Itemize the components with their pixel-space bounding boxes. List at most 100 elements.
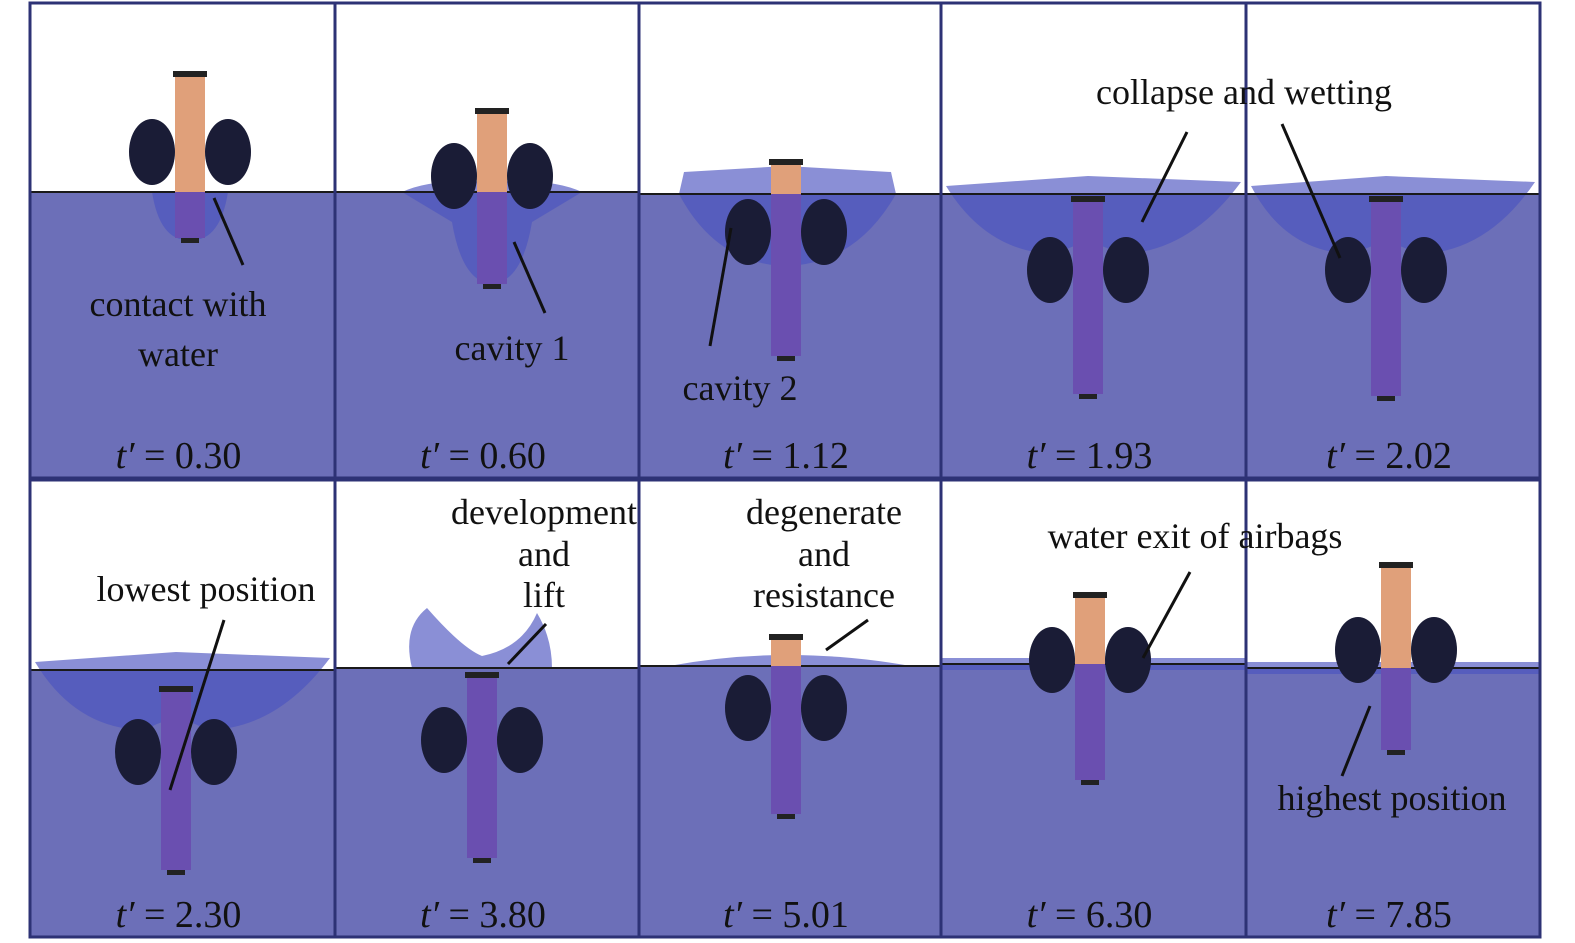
panel-8 (637, 478, 943, 939)
nose-cap (475, 108, 509, 114)
label-development-line2: and (518, 534, 570, 574)
leader-degenerate (825, 618, 869, 652)
airbag-right (205, 119, 251, 185)
time-label: t′ = 2.30 (116, 894, 242, 936)
leader-highest (1340, 705, 1372, 777)
tail-cap (473, 858, 491, 863)
tail-cap (1079, 394, 1097, 399)
time-value: = 0.60 (439, 435, 546, 477)
time-label: t′ = 7.85 (1326, 894, 1452, 936)
airbag-left (1029, 627, 1075, 693)
leader-lines (168, 123, 1372, 791)
label-development-line1: development (451, 492, 637, 532)
airbag-left (421, 707, 467, 773)
time-value: = 1.93 (1045, 435, 1152, 477)
time-label: t′ = 1.93 (1027, 435, 1153, 477)
annotations: contact with water cavity 1 cavity 2 col… (90, 72, 1507, 818)
splash-cavity (409, 608, 552, 668)
time-symbol: t′ (1326, 435, 1346, 477)
vehicle-body-below-water (1075, 664, 1105, 780)
nose-cap (159, 686, 193, 692)
time-symbol: t′ (1326, 894, 1346, 936)
panel-5 (1244, 1, 1542, 480)
vehicle-body-below-water (467, 676, 497, 858)
label-degenerate-line1: degenerate (746, 492, 902, 532)
vehicle-body-below-water (1073, 200, 1103, 394)
label-degenerate-line2: and (798, 534, 850, 574)
vehicle-body-above-water (1075, 596, 1105, 664)
time-value: = 0.30 (134, 435, 241, 477)
time-symbol: t′ (420, 894, 440, 936)
tail-cap (181, 238, 199, 243)
nose-cap (1073, 592, 1107, 598)
panel-4 (939, 1, 1248, 480)
time-symbol: t′ (723, 894, 743, 936)
time-value: = 6.30 (1045, 894, 1152, 936)
leader-cavity-2 (708, 227, 733, 347)
time-value: = 5.01 (742, 894, 849, 936)
airbag-right (1103, 237, 1149, 303)
airbag-left (725, 675, 771, 741)
tail-cap (1081, 780, 1099, 785)
airbag-left (1325, 237, 1371, 303)
time-label: t′ = 0.60 (420, 435, 546, 477)
airbag-right (497, 707, 543, 773)
time-value: = 7.85 (1345, 894, 1452, 936)
vehicle-body-below-water (477, 192, 507, 284)
time-value: = 3.80 (439, 894, 546, 936)
leader-contact (212, 197, 245, 266)
airbag-right (191, 719, 237, 785)
vehicle-body-below-water (161, 690, 191, 870)
airbag-left (115, 719, 161, 785)
nose-cap (769, 159, 803, 165)
airbag-left (431, 143, 477, 209)
time-value: = 2.02 (1345, 435, 1452, 477)
leader-development (506, 622, 548, 666)
panel-9 (939, 478, 1248, 939)
tail-cap (167, 870, 185, 875)
airbag-left (1027, 237, 1073, 303)
vehicle-body-below-water (771, 194, 801, 356)
panel-3 (637, 1, 943, 480)
nose-cap (1071, 196, 1105, 202)
airbag-right (1105, 627, 1151, 693)
panel-1 (28, 1, 337, 480)
tail-cap (777, 814, 795, 819)
vehicle-body-above-water (771, 638, 801, 666)
label-contact-line2: water (138, 334, 218, 374)
nose-cap (173, 71, 207, 77)
nose-cap (465, 672, 499, 678)
label-collapse-wetting: collapse and wetting (1096, 72, 1392, 112)
vehicle-body-below-water (771, 666, 801, 814)
vehicle-body-below-water (1371, 200, 1401, 396)
time-label: t′ = 0.30 (116, 435, 242, 477)
airbag-left (129, 119, 175, 185)
leader-water-exit (1141, 571, 1192, 659)
time-symbol: t′ (116, 435, 136, 477)
tail-cap (777, 356, 795, 361)
time-label: t′ = 2.02 (1326, 435, 1452, 477)
panel-2 (333, 1, 641, 480)
vehicle-body-above-water (175, 75, 205, 192)
vehicle-body-above-water (477, 112, 507, 192)
tail-cap (483, 284, 501, 289)
label-water-exit: water exit of airbags (1048, 516, 1343, 556)
label-development-line3: lift (523, 575, 565, 615)
time-label: t′ = 6.30 (1027, 894, 1153, 936)
label-cavity-1: cavity 1 (455, 328, 570, 368)
nose-cap (1379, 562, 1413, 568)
time-label: t′ = 1.12 (723, 435, 849, 477)
label-cavity-2: cavity 2 (683, 368, 798, 408)
tail-cap (1387, 750, 1405, 755)
vehicle-body-below-water (175, 192, 205, 238)
airbag-right (507, 143, 553, 209)
time-symbol: t′ (1027, 435, 1047, 477)
time-label: t′ = 3.80 (420, 894, 546, 936)
label-lowest-position: lowest position (96, 569, 315, 609)
nose-cap (769, 634, 803, 640)
time-symbol: t′ (116, 894, 136, 936)
airbag-right (801, 199, 847, 265)
panel-10 (1244, 478, 1542, 939)
